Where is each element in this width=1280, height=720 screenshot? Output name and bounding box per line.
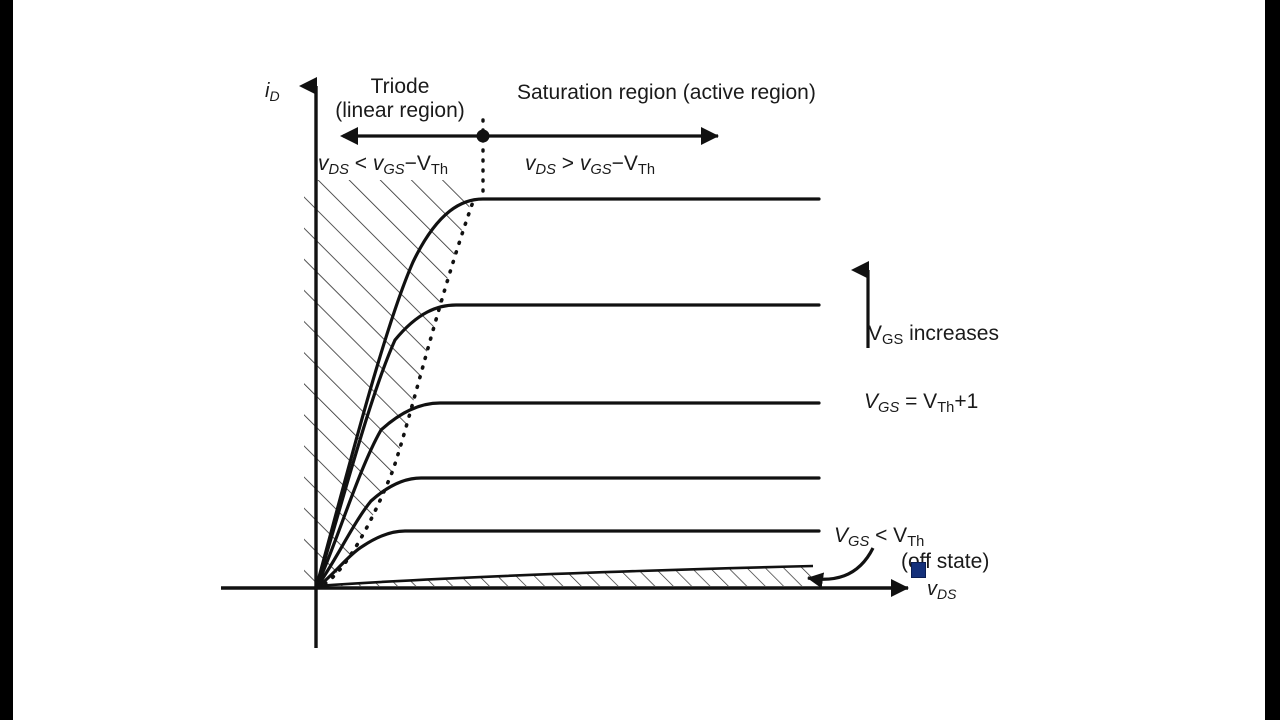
mosfet-iv-diagram — [221, 77, 909, 648]
iv-curve-2 — [314, 476, 821, 590]
iv-curve-3 — [314, 401, 821, 590]
off-state-region-hatch — [315, 564, 814, 588]
vgs-increases-label: VGS increases — [868, 322, 999, 349]
axes — [221, 77, 909, 648]
saturation-inequality-label: vDS > vGS−VTh — [525, 152, 655, 179]
triode-region-label: Triode (linear region) — [335, 75, 465, 122]
iv-curve-5 — [314, 197, 821, 590]
figure-canvas: Triode (linear region) Saturation region… — [13, 0, 1265, 720]
iv-curve-4 — [314, 303, 821, 590]
mouse-cursor[interactable] — [911, 562, 926, 578]
iv-curve-family — [314, 197, 821, 590]
vgs-below-vth-label: VGS < VTh — [834, 524, 925, 551]
divider-dot-marker — [476, 129, 490, 143]
vgs-equals-vth-plus-one-label: VGS = VTh+1 — [864, 390, 979, 417]
region-divider — [340, 118, 719, 201]
iv-curve-1 — [314, 529, 821, 590]
triode-inequality-label: vDS < vGS−VTh — [318, 152, 448, 179]
y-axis-label: iD — [265, 80, 280, 104]
off-state-callout-arrow — [807, 547, 875, 589]
saturation-region-label: Saturation region (active region) — [517, 81, 816, 104]
x-axis-label: vDS — [927, 578, 957, 602]
